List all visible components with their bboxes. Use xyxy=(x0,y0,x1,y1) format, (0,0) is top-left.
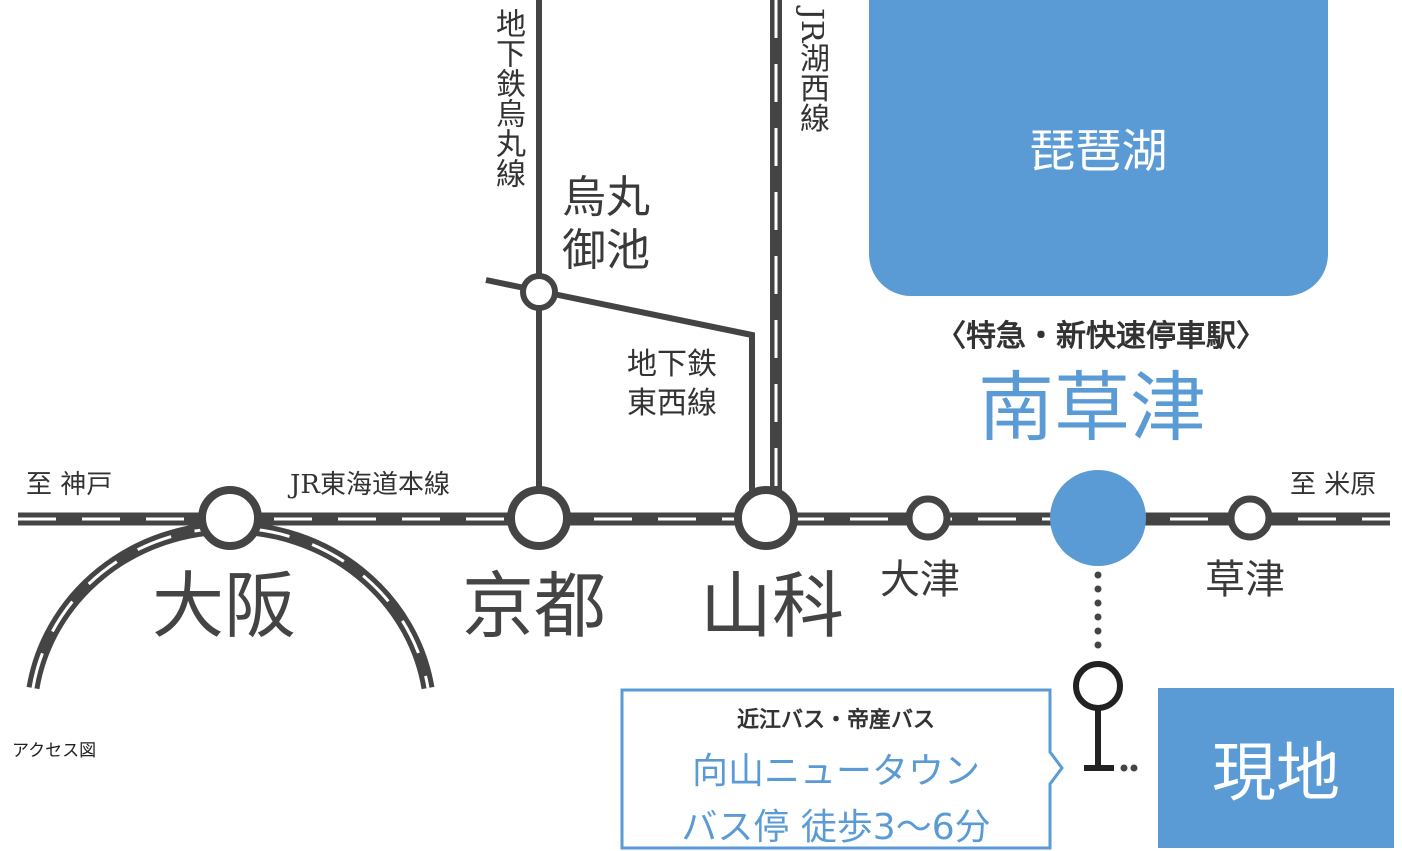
lake-label: 琵琶湖 xyxy=(1029,124,1168,178)
bus-callout-frame xyxy=(620,688,1064,850)
bus-stop-name: 向山ニュータウン xyxy=(691,751,980,792)
station-circle-osaka[interactable] xyxy=(198,486,262,550)
line-label-jr-tokaido: JR東海道本線 xyxy=(290,470,450,500)
site-marker[interactable]: 現地 xyxy=(1158,688,1394,848)
bus-stop-icon[interactable] xyxy=(1073,661,1123,771)
station-label-yamashina: 山科 xyxy=(700,564,845,648)
station-circle-otsu[interactable] xyxy=(905,495,951,541)
station-label-minami-kusatsu: 南草津 xyxy=(978,363,1206,452)
station-circle-yamashina[interactable] xyxy=(734,486,798,550)
station-circle-minami-kusatsu[interactable] xyxy=(1050,470,1146,566)
station-label-otsu: 大津 xyxy=(880,557,960,603)
lake-biwa: 琵琶湖 xyxy=(869,0,1328,296)
map-caption: アクセス図 xyxy=(12,741,97,761)
line-label-jr-kosei: JR湖西線 xyxy=(794,8,829,133)
station-label-kyoto: 京都 xyxy=(462,564,607,648)
station-label-osaka: 大阪 xyxy=(152,564,297,648)
station-label-karasuma-oike: 烏丸御池 xyxy=(562,172,658,278)
site-label: 現地 xyxy=(1212,737,1340,811)
line-label-subway-karasuma: 地下鉄烏丸線 xyxy=(490,8,525,188)
station-label-karasuma-oike-text: 烏丸御池 xyxy=(562,172,650,276)
station-label-kusatsu: 草津 xyxy=(1205,557,1285,603)
station-circle-kusatsu[interactable] xyxy=(1227,495,1273,541)
osaka-loop-line-dash xyxy=(31,526,430,689)
station-circle-kyoto[interactable] xyxy=(507,486,571,550)
line-label-subway-tozai-text: 地下鉄東西線 xyxy=(627,347,717,421)
station-circle-karasuma-oike[interactable] xyxy=(520,273,558,311)
bus-operators: 近江バス・帝産バス xyxy=(736,708,935,733)
bus-walk-info: バス停 徒歩3〜6分 xyxy=(681,807,991,848)
line-label-subway-tozai: 地下鉄東西線 xyxy=(627,345,737,423)
direction-to-kobe: 至 神戸 xyxy=(26,470,113,500)
subway-tozai-line xyxy=(485,277,755,505)
bus-callout: 近江バス・帝産バス 向山ニュータウン バス停 徒歩3〜6分 xyxy=(622,690,1050,850)
direction-to-maibara: 至 米原 xyxy=(1290,470,1377,500)
service-note: 〈特急・新快速停車駅〉 xyxy=(936,319,1266,354)
